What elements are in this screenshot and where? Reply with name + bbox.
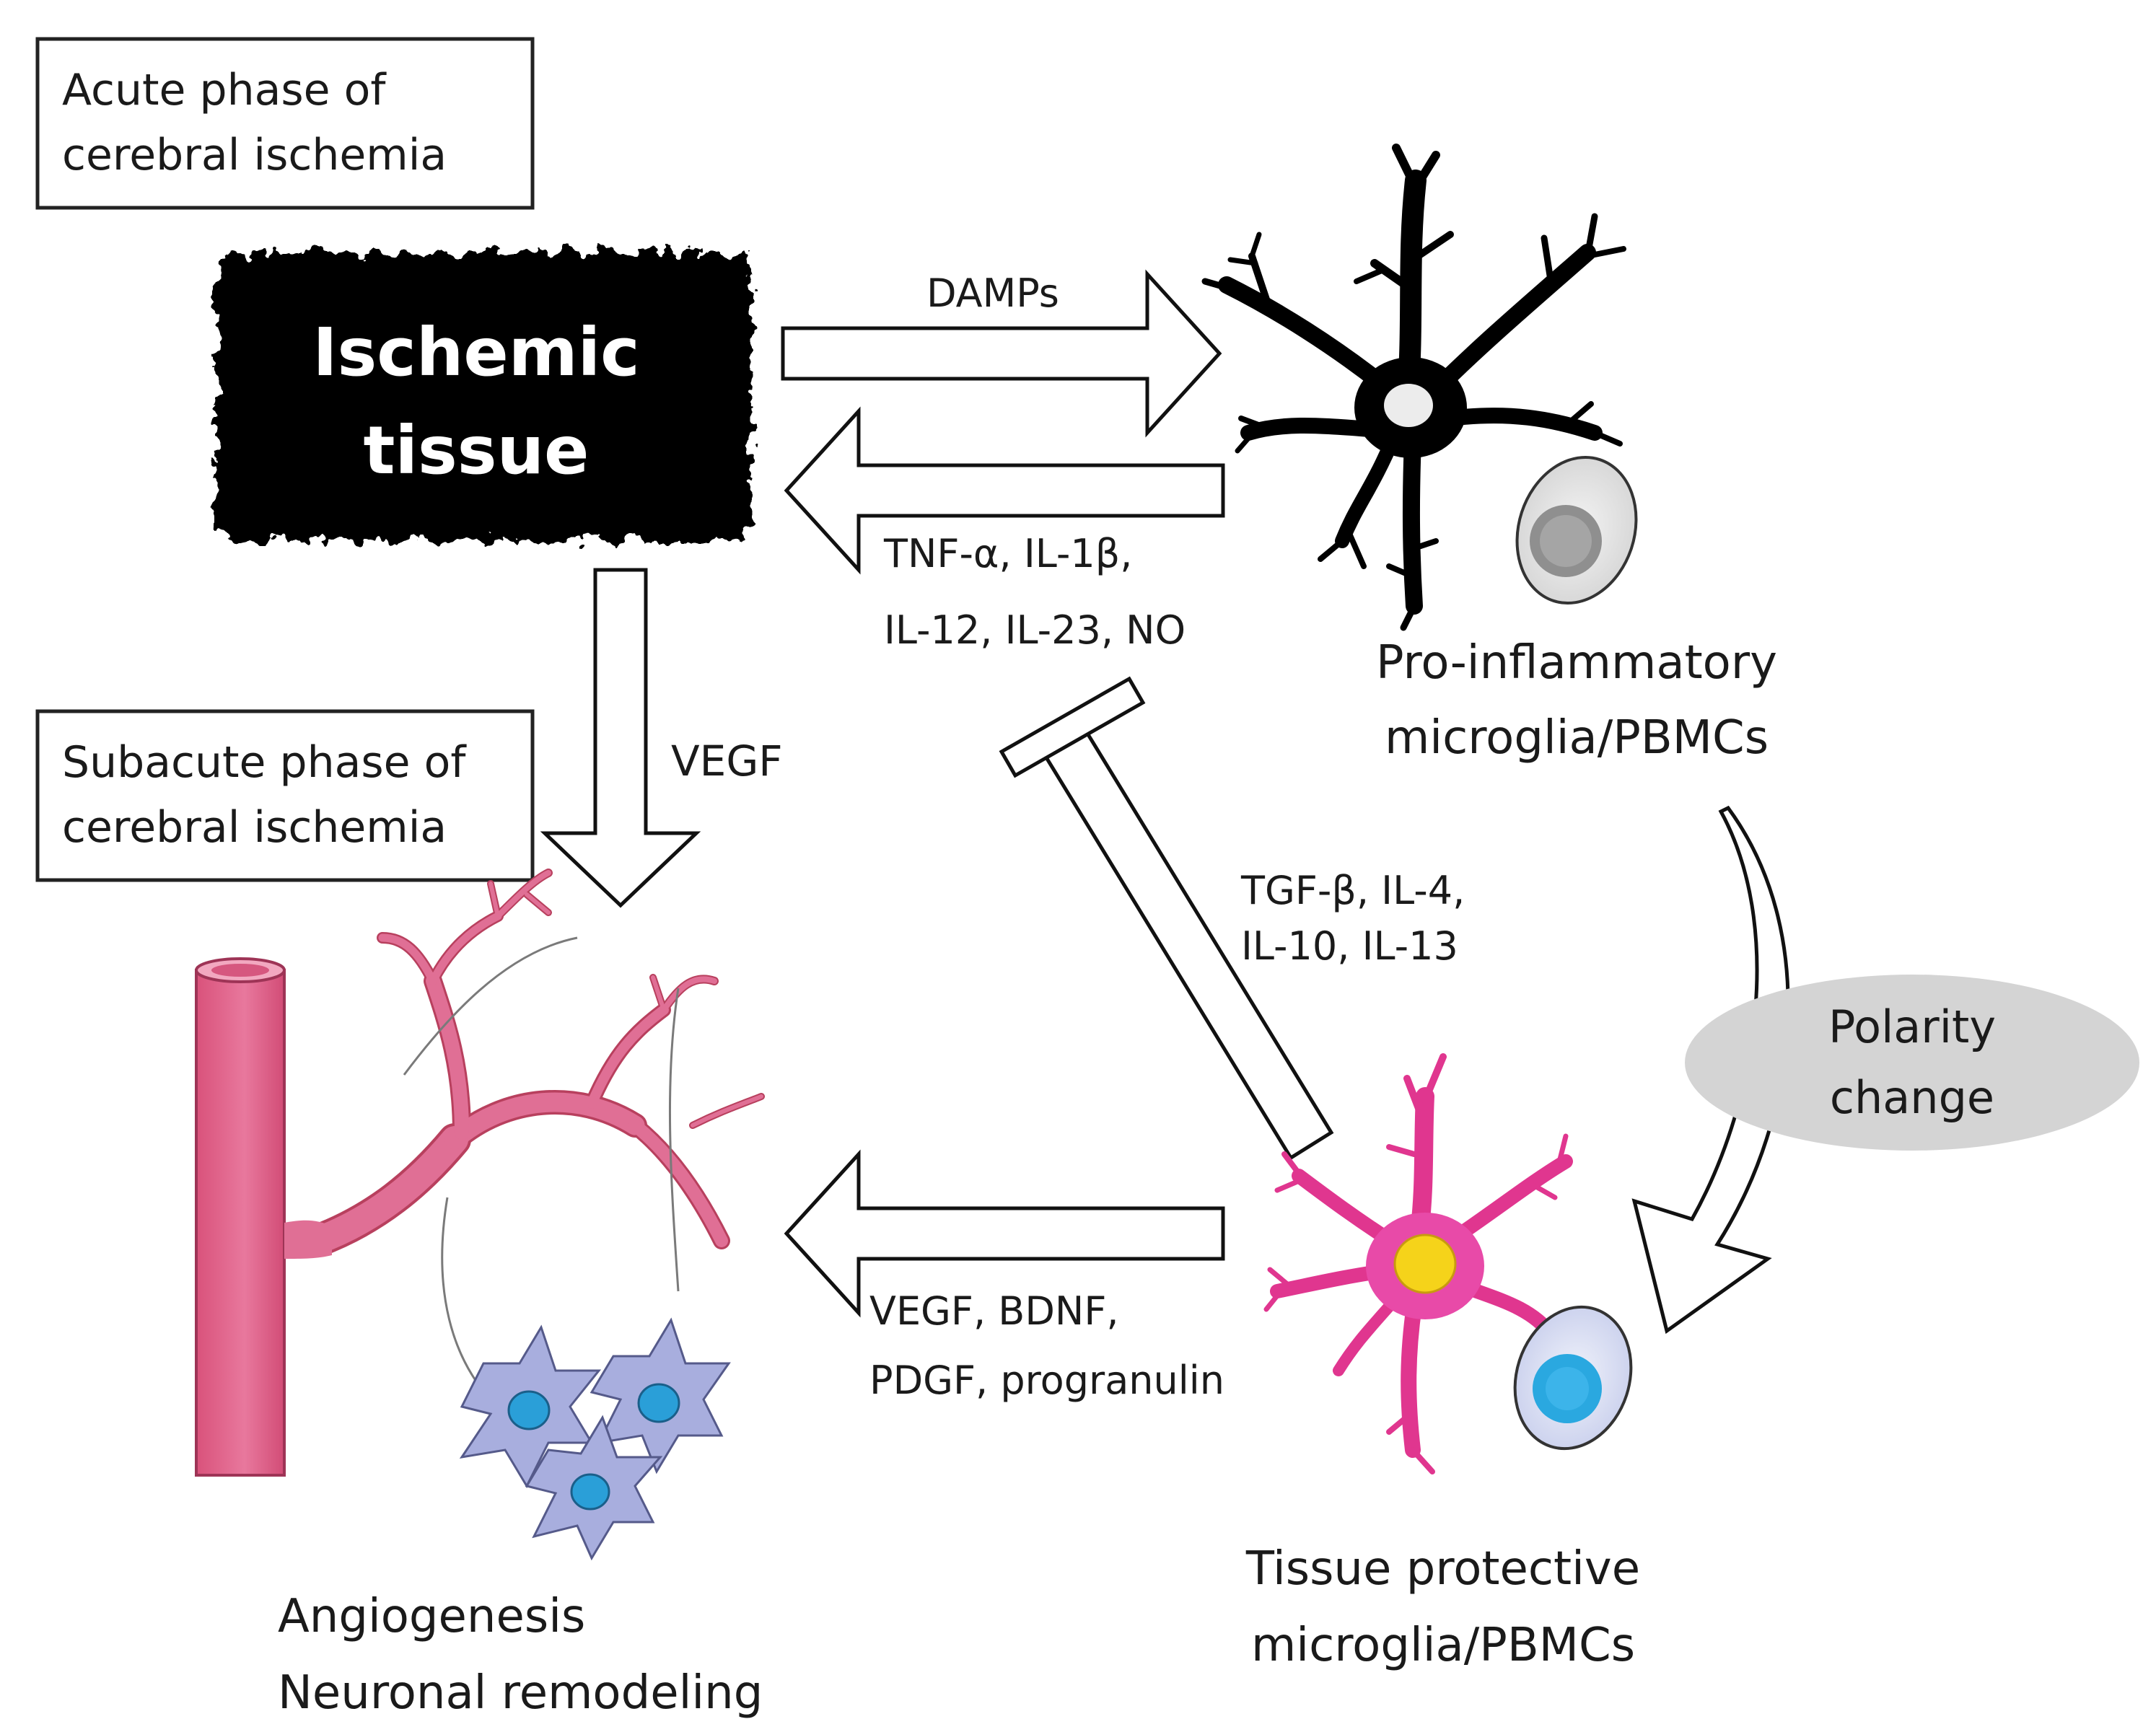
polarity-change-badge: Polarity change <box>1685 975 2139 1151</box>
anti-cytokine-line-2: IL-10, IL-13 <box>1241 923 1458 969</box>
acute-phase-box: Acute phase of cerebral ischemia <box>35 37 535 210</box>
neuron-icon <box>459 1324 602 1489</box>
anti-cytokine-line-1: TGF-β, IL-4, <box>1240 868 1465 913</box>
pro-inflammatory-label-line-2: microglia/PBMCs <box>1385 711 1769 765</box>
inhibition-arrow <box>999 676 1334 1161</box>
damps-arrow <box>781 269 1222 438</box>
tissue-protective-label-line-2: microglia/PBMCs <box>1251 1619 1635 1672</box>
tissue-protective-microglia-icon <box>1263 1053 1579 1474</box>
neuron-icon <box>525 1415 663 1561</box>
growth-factor-line-1: VEGF, BDNF, <box>869 1288 1119 1334</box>
outcome-line-2: Neuronal remodeling <box>278 1666 763 1720</box>
pro-inflammatory-label-line-1: Pro-inflammatory <box>1376 636 1777 690</box>
pro-cytokine-line-1: TNF-α, IL-1β, <box>883 531 1132 576</box>
neuron-icon <box>590 1317 731 1474</box>
ischemic-tissue-blob: Ischemic tissue <box>216 252 750 541</box>
pro-cytokine-line-2: IL-12, IL-23, NO <box>884 607 1186 653</box>
outcome-line-1: Angiogenesis <box>278 1590 585 1643</box>
subacute-phase-line-1: Subacute phase of <box>62 737 467 788</box>
ischemic-tissue-line-2: tissue <box>364 412 590 489</box>
ischemic-tissue-line-1: Ischemic <box>312 314 639 391</box>
polarity-line-2: change <box>1830 1071 1994 1124</box>
growth-factor-arrow <box>784 1149 1225 1318</box>
polarity-line-1: Polarity <box>1828 1001 1996 1053</box>
blood-vessel-icon <box>195 869 765 1477</box>
pro-cytokine-arrow <box>784 406 1225 575</box>
damps-label: DAMPs <box>926 271 1059 316</box>
acute-phase-line-1: Acute phase of <box>62 65 387 115</box>
tissue-protective-label-line-1: Tissue protective <box>1245 1542 1640 1596</box>
subacute-phase-line-2: cerebral ischemia <box>62 802 447 853</box>
vegf-down-arrow <box>540 568 701 908</box>
pro-inflammatory-microglia-icon <box>1201 144 1626 631</box>
pbmc-icon <box>1513 1305 1633 1451</box>
vegf-label: VEGF <box>671 737 783 786</box>
growth-factor-line-2: PDGF, progranulin <box>869 1358 1224 1403</box>
pbmc-icon <box>1515 455 1638 605</box>
acute-phase-line-2: cerebral ischemia <box>62 130 447 180</box>
subacute-phase-box: Subacute phase of cerebral ischemia <box>35 709 535 882</box>
